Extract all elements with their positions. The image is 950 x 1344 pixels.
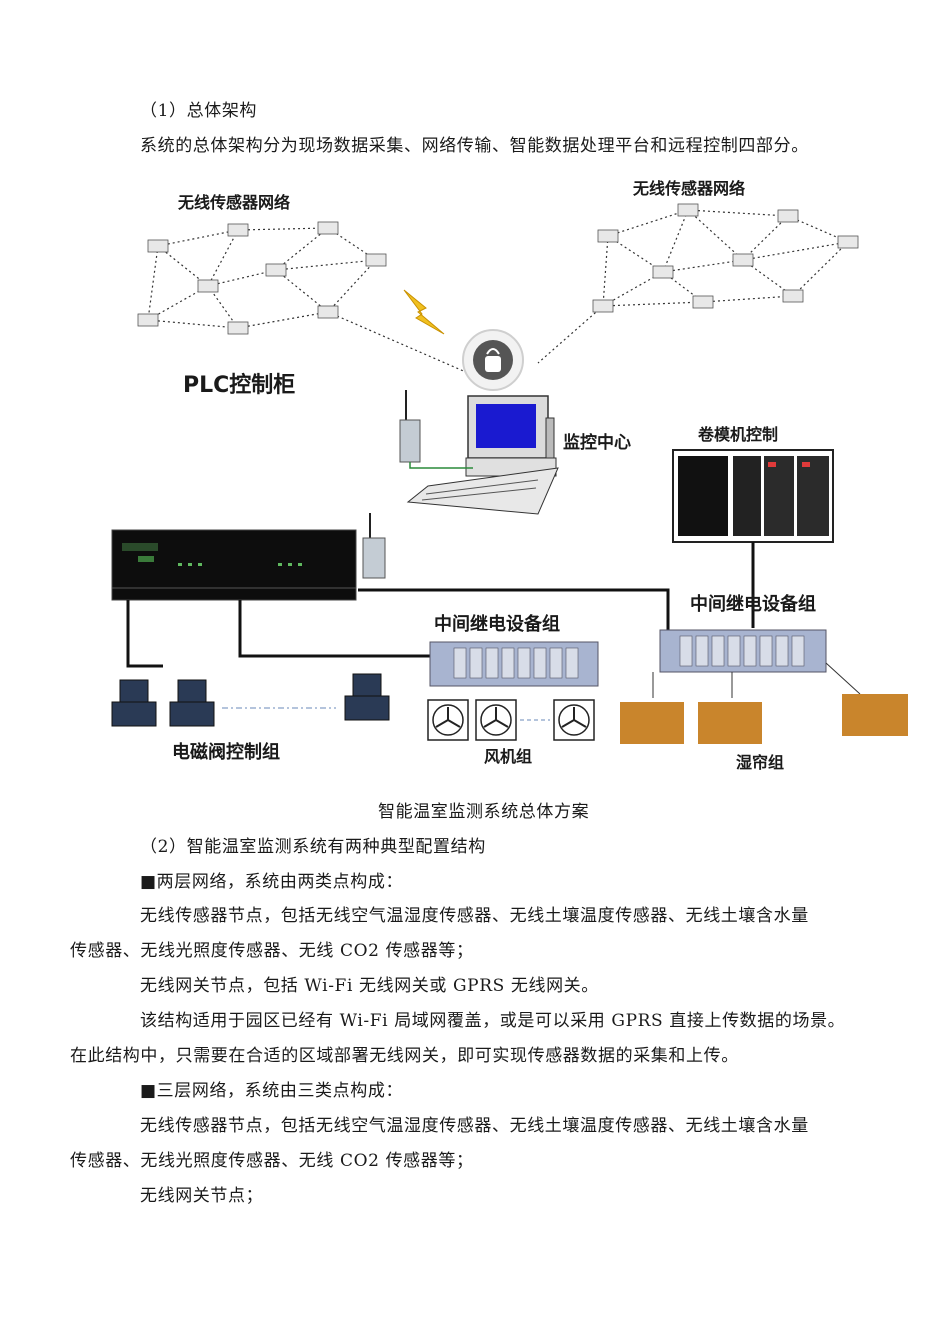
sensor-node bbox=[837, 235, 859, 249]
paragraph-applicability-a: 该结构适用于园区已经有 Wi-Fi 局域网覆盖，或是可以采用 GPRS 直接上传… bbox=[140, 1011, 846, 1031]
sensor-node bbox=[147, 239, 169, 253]
paragraph-sensor-nodes-1b: 传感器、无线光照度传感器、无线 CO2 传感器等； bbox=[70, 941, 474, 961]
paragraph-applicability-b: 在此结构中，只需要在合适的区域部署无线网关，即可实现传感器数据的采集和上传。 bbox=[70, 1046, 739, 1066]
sensor-node bbox=[732, 253, 754, 267]
bullet-three-layer: ■三层网络，系统由三类点构成： bbox=[140, 1081, 404, 1101]
valve-group-label: 电磁阀控制组 bbox=[172, 741, 280, 763]
sensor-node bbox=[782, 289, 804, 303]
gateway-icon bbox=[462, 329, 524, 391]
sensor-node bbox=[227, 223, 249, 237]
sensor-node bbox=[137, 313, 159, 327]
paragraph-architecture: 系统的总体架构分为现场数据采集、网络传输、智能数据处理平台和远程控制四部分。 bbox=[140, 136, 809, 156]
wireless-modem-icon bbox=[399, 390, 473, 469]
sensor-node bbox=[777, 209, 799, 223]
wsn-left-links bbox=[147, 227, 469, 374]
section-heading-config: （2）智能温室监测系统有两种典型配置结构 bbox=[140, 837, 486, 857]
plc-antenna-icon bbox=[362, 513, 386, 579]
section-heading-architecture: （1）总体架构 bbox=[140, 101, 258, 121]
relay-group-right-icon bbox=[659, 629, 827, 673]
fan-icon bbox=[553, 699, 595, 741]
paragraph-sensor-nodes-1a: 无线传感器节点，包括无线空气温湿度传感器、无线土壤温度传感器、无线土壤含水量 bbox=[140, 906, 809, 926]
relay-group-mid-label: 中间继电设备组 bbox=[434, 613, 560, 635]
wsn-right-nodes bbox=[592, 203, 859, 313]
wet-curtain-icon bbox=[620, 702, 684, 744]
wsn-right-links bbox=[537, 209, 849, 364]
solenoid-valve-icon bbox=[344, 673, 390, 721]
paragraph-sensor-nodes-2a: 无线传感器节点，包括无线空气温湿度传感器、无线土壤温度传感器、无线土壤含水量 bbox=[140, 1116, 809, 1136]
sensor-node bbox=[597, 229, 619, 243]
curtain-group-label: 湿帘组 bbox=[735, 753, 784, 772]
wsn-left-label: 无线传感器网络 bbox=[177, 193, 290, 212]
fan-icon bbox=[427, 699, 469, 741]
bullet-two-layer: ■两层网络，系统由两类点构成： bbox=[140, 872, 404, 892]
wsn-left-nodes bbox=[137, 221, 387, 335]
paragraph-gateway-nodes-2: 无线网关节点； bbox=[140, 1186, 264, 1206]
figure-caption: 智能温室监测系统总体方案 bbox=[378, 802, 590, 822]
relay-group-mid-icon bbox=[429, 641, 599, 687]
monitor-label: 监控中心 bbox=[563, 432, 631, 453]
paragraph-sensor-nodes-2b: 传感器、无线光照度传感器、无线 CO2 传感器等； bbox=[70, 1151, 474, 1171]
plc-cabinet-icon bbox=[111, 529, 357, 601]
control-wiring bbox=[126, 542, 755, 668]
monitor-computer-icon bbox=[406, 395, 559, 515]
wet-curtain-icon bbox=[842, 694, 908, 736]
lightning-icon bbox=[403, 289, 445, 335]
wet-curtain-icon bbox=[698, 702, 762, 744]
sensor-node bbox=[197, 279, 219, 293]
sensor-node bbox=[317, 305, 339, 319]
sensor-node bbox=[677, 203, 699, 217]
solenoid-valve-icon bbox=[111, 679, 157, 727]
sensor-node bbox=[692, 295, 714, 309]
fan-group-label: 风机组 bbox=[484, 747, 532, 766]
wsn-right-label: 无线传感器网络 bbox=[632, 179, 745, 198]
sensor-node bbox=[592, 299, 614, 313]
system-architecture-diagram: 无线传感器网络 无线传感器网络 bbox=[111, 179, 908, 772]
solenoid-valve-icon bbox=[169, 679, 215, 727]
sensor-node bbox=[652, 265, 674, 279]
sensor-node bbox=[317, 221, 339, 235]
sensor-node bbox=[365, 253, 387, 267]
winch-controller-icon bbox=[672, 449, 834, 543]
sensor-node bbox=[227, 321, 249, 335]
fan-icon bbox=[475, 699, 517, 741]
plc-label: PLC控制柜 bbox=[183, 372, 295, 398]
sensor-node bbox=[265, 263, 287, 277]
relay-group-right-label: 中间继电设备组 bbox=[690, 593, 816, 615]
winch-label: 卷模机控制 bbox=[697, 425, 778, 444]
paragraph-gateway-nodes-1: 无线网关节点，包括 Wi-Fi 无线网关或 GPRS 无线网关。 bbox=[140, 976, 599, 996]
